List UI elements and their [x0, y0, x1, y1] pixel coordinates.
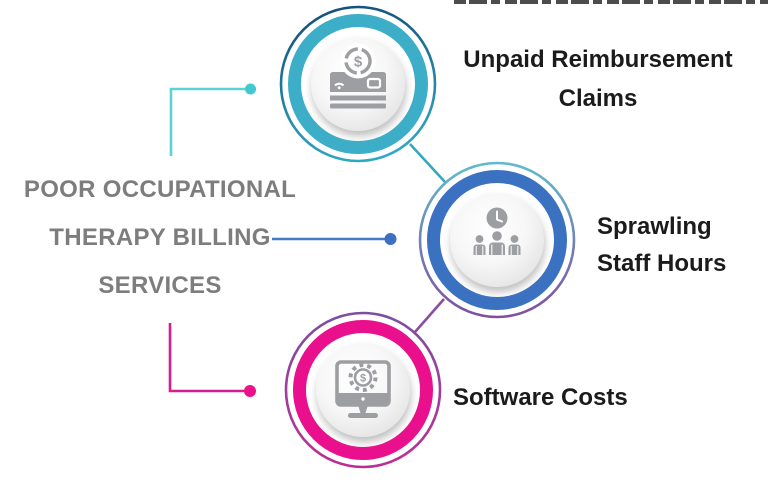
connector-software-elbow — [168, 323, 245, 393]
monitor-gear-dollar-icon: $ — [335, 360, 391, 418]
link-staff-to-software — [414, 298, 445, 333]
node-claims-circle: $ — [279, 5, 437, 163]
node-software-outer-ring — [284, 311, 442, 469]
main-title-line-2: THERAPY BILLING — [49, 224, 271, 251]
node-software-circle: $ — [284, 311, 442, 469]
node-claims-outer-ring — [279, 5, 437, 163]
node-staff-thick-ring — [427, 170, 567, 310]
node-staff-circle — [418, 161, 576, 319]
label-sprawling-staff-hours: Sprawling Staff Hours — [597, 208, 768, 282]
label-staff-line-1: Sprawling — [597, 213, 712, 240]
link-claims-to-staff — [409, 143, 446, 183]
label-claims-line-1: Unpaid Reimbursement — [463, 46, 733, 73]
svg-text:$: $ — [360, 373, 366, 385]
node-staff-outer-ring — [418, 161, 576, 319]
clock-team-icon — [473, 207, 521, 255]
label-software-costs: Software Costs — [453, 378, 753, 417]
credit-card-refund-icon: $ — [330, 43, 386, 109]
connector-staff-dot — [384, 233, 397, 245]
cropped-image-edge-strip — [454, 0, 768, 4]
connector-claims-dot — [245, 83, 256, 95]
main-title: POOR OCCUPATIONAL THERAPY BILLING SERVIC… — [8, 166, 312, 310]
main-title-line-3: SERVICES — [98, 272, 222, 299]
label-unpaid-reimbursement-claims: Unpaid Reimbursement Claims — [438, 40, 758, 118]
node-claims-thick-ring — [288, 14, 428, 154]
connector-software-dot — [244, 385, 256, 397]
label-staff-line-2: Staff Hours — [597, 250, 727, 277]
label-software-line-1: Software Costs — [453, 384, 628, 411]
svg-text:$: $ — [354, 54, 363, 71]
main-title-line-1: POOR OCCUPATIONAL — [23, 176, 297, 203]
connector-claims-elbow — [169, 87, 246, 156]
label-claims-line-2: Claims — [558, 85, 638, 112]
node-software-thick-ring — [293, 320, 433, 460]
